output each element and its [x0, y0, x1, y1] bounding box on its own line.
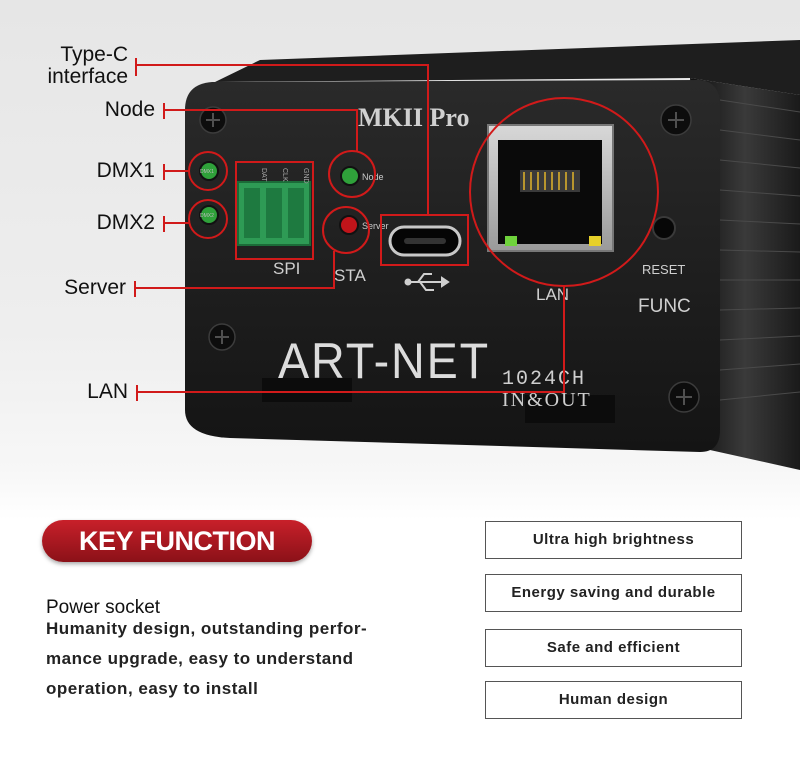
node-led-label: Node — [362, 172, 384, 182]
server-led — [339, 215, 359, 235]
pin-label-clk: CLK — [281, 168, 288, 182]
sta-label: STA — [334, 266, 366, 285]
screw-slots — [206, 112, 692, 405]
channels-label: 1024CH — [502, 368, 586, 391]
callout-type-c: Type-C interface — [30, 44, 128, 88]
description-line-2: mance upgrade, easy to understand — [46, 649, 354, 668]
callout-type-c-line1: Type-C — [60, 43, 128, 66]
dmx2-led-label: DMX2 — [200, 213, 214, 219]
model-label: MKII Pro — [358, 103, 469, 132]
lan-port-label: LAN — [536, 285, 569, 304]
dmx1-led-label: DMX1 — [200, 169, 214, 175]
callout-dmx1: DMX1 — [96, 159, 155, 182]
reset-label: RESET — [642, 262, 685, 277]
callout-leaders — [134, 58, 565, 401]
housing-top — [215, 40, 800, 95]
dmx2-led — [199, 205, 219, 225]
pin-label-gnd: GND — [302, 168, 309, 184]
description-line-1: Humanity design, outstanding perfor- — [46, 619, 368, 638]
feature-ultra-high-brightness: Ultra high brightness — [485, 521, 742, 559]
brand-label: ART-NET — [278, 333, 490, 389]
callout-node: Node — [104, 98, 155, 121]
power-socket-title: Power socket — [46, 597, 161, 618]
lan-led-green — [505, 236, 517, 246]
pin-label-dat: DAT — [260, 168, 267, 182]
terminal-slots — [244, 188, 304, 238]
feature-human-design: Human design — [485, 681, 742, 719]
io-label: IN&OUT — [502, 389, 592, 411]
spi-label: SPI — [273, 259, 300, 278]
type-c-tongue — [404, 238, 446, 244]
rj45-pins — [523, 172, 574, 190]
callout-type-c-line2: interface — [47, 65, 128, 88]
device-photo: MKII Pro DMX1 DMX2 DAT CLK GND SPI Node … — [134, 40, 800, 470]
lan-led-yellow — [589, 236, 601, 246]
callout-lan: LAN — [87, 380, 128, 403]
callout-server: Server — [64, 276, 126, 299]
foot-left — [262, 378, 352, 402]
key-function-banner: KEY FUNCTION — [42, 520, 312, 562]
housing-fins — [719, 99, 800, 401]
server-led-label: Server — [362, 221, 389, 231]
node-led — [340, 166, 360, 186]
func-label: FUNC — [638, 296, 691, 317]
dmx1-led — [199, 161, 219, 181]
usb-icon — [404, 273, 450, 291]
feature-safe-efficient: Safe and efficient — [485, 629, 742, 667]
reset-button — [652, 216, 676, 240]
callout-dmx2: DMX2 — [96, 211, 155, 234]
foot-right — [525, 395, 615, 423]
feature-energy-saving: Energy saving and durable — [485, 574, 742, 612]
rj45-contacts — [520, 170, 580, 192]
description-line-3: operation, easy to install — [46, 679, 259, 698]
